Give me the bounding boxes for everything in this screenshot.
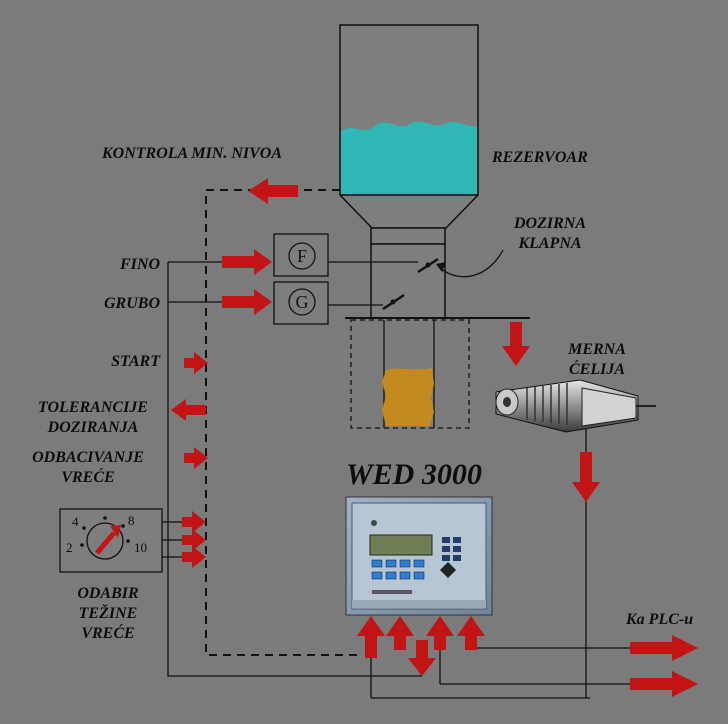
label-merna: MERNA ĆELIJA <box>568 341 626 378</box>
arrow-kontrola <box>248 178 298 204</box>
bag-frame <box>345 317 530 429</box>
selector-value-8: 8 <box>128 513 135 528</box>
product-fill <box>382 368 434 426</box>
arrow-cell-down <box>572 452 600 502</box>
dozirna-pointer <box>439 249 504 278</box>
selector-value-4: 4 <box>72 514 79 529</box>
arrow-down-3 <box>408 640 436 676</box>
arrow-up-5 <box>457 616 485 650</box>
label-plc: Ka PLC-u <box>626 611 694 628</box>
arrow-up-1 <box>357 616 385 658</box>
label-grubo: GRUBO <box>103 295 160 312</box>
valve-grubo <box>273 281 383 325</box>
arrow-selector-3 <box>182 546 206 568</box>
main-bus-line <box>167 261 422 677</box>
arrow-odbacivanje <box>184 447 208 469</box>
arrow-up-4 <box>426 616 454 650</box>
label-rezervoar: REZERVOAR <box>492 149 588 166</box>
arrow-fino <box>222 249 272 275</box>
valve-letter-coarse: G <box>295 292 309 312</box>
valve-letter-fine: F <box>296 246 307 266</box>
label-tolerancije: TOLERANCIJE DOZIRANJA <box>38 399 148 436</box>
wed-controller <box>345 496 493 616</box>
valve-fino <box>273 233 418 277</box>
selector-needle <box>95 531 116 555</box>
liquid-fill <box>341 121 477 194</box>
label-odabir: ODABIR TEŽINE VREĆE <box>77 585 139 642</box>
label-odbacivanje: ODBACIVANJE VREĆE <box>32 449 144 486</box>
selector-value-10: 10 <box>134 540 147 555</box>
arrow-selector-1 <box>182 511 206 533</box>
dosing-flap-upper <box>417 257 439 274</box>
dosing-flap-lower <box>382 293 405 311</box>
arrow-tolerancije <box>171 399 206 421</box>
signal-arrows <box>171 178 698 697</box>
arrow-selector-2 <box>182 529 206 551</box>
label-wed: WED 3000 <box>346 458 482 491</box>
label-start: START <box>111 353 160 370</box>
dashed-bus-line <box>205 189 360 656</box>
arrow-plc-1 <box>630 635 698 661</box>
arrow-grubo <box>222 289 272 315</box>
label-fino: FINO <box>119 256 160 273</box>
selector-value-2: 2 <box>66 540 73 555</box>
arrow-start <box>184 352 208 374</box>
arrow-up-2 <box>386 616 414 650</box>
hopper <box>339 24 479 229</box>
label-dozirna: DOZIRNA KLAPNA <box>513 215 586 252</box>
weight-selector <box>59 508 182 573</box>
arrow-bag-down <box>502 322 530 366</box>
load-cell <box>495 379 656 433</box>
label-kontrola: KONTROLA MIN. NIVOA <box>102 145 283 162</box>
arrow-plc-2 <box>630 671 698 697</box>
